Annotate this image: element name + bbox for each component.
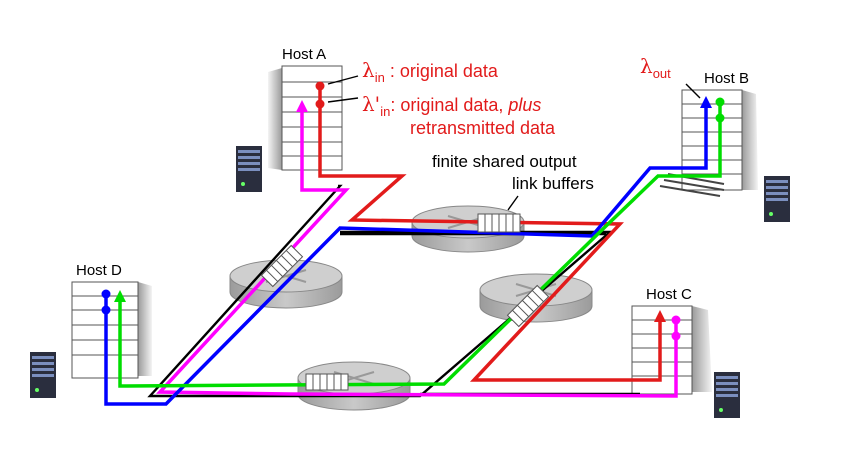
buffers-label-line2: link buffers: [512, 174, 594, 193]
buffer-top: [477, 213, 521, 233]
host-a-red-dot: [315, 81, 325, 91]
annotation-pointers: [327, 75, 701, 211]
host-d-shadow: [138, 282, 152, 376]
host-c-label: Host C: [646, 286, 692, 303]
host-a-server-icon: [236, 146, 262, 192]
host-c-magenta-dot: [671, 315, 681, 325]
host-c-red-arrow: [654, 310, 666, 322]
buffer-left: [260, 244, 304, 288]
host-d: [30, 281, 152, 398]
lambda-in-prime-line2: retransmitted data: [410, 118, 556, 138]
lambda-in-prime-text: : original data,: [390, 95, 509, 115]
flow-blue: [104, 102, 708, 406]
host-d-label: Host D: [76, 262, 122, 279]
lambda-in-symbol: λ: [362, 58, 375, 82]
lambda-in-text: : original data: [389, 61, 498, 81]
lambda-in-annotation: λin : original data: [362, 58, 498, 85]
buffer-right: [506, 284, 550, 328]
pointer-lambda-in-prime: [327, 97, 359, 103]
host-c-magenta-dot-2: [671, 331, 681, 341]
flow-endpoints: [101, 81, 725, 341]
host-c-server-icon: [714, 372, 740, 418]
lambda-in-prime-annotation: λ'in: original data, plus: [362, 92, 542, 119]
flow-magenta: [156, 106, 678, 398]
lambda-in-subscript: in: [374, 70, 385, 85]
link-a-parallelogram: [147, 184, 614, 398]
host-a: [236, 65, 343, 192]
host-c-shadow: [692, 306, 712, 392]
host-c: [631, 305, 740, 418]
lambda-out-symbol: λ: [640, 54, 653, 78]
pointer-buffers: [507, 195, 519, 211]
host-b: [659, 89, 790, 222]
lambda-in-prime-italic: plus: [508, 95, 542, 115]
host-a-rack: [281, 65, 343, 171]
host-d-blue-dot: [101, 289, 111, 299]
pointer-lambda-in: [327, 75, 359, 85]
host-b-green-dot-2: [715, 113, 725, 123]
host-d-blue-dot-2: [101, 305, 111, 315]
lambda-in-prime-subscript: in: [380, 104, 391, 119]
host-d-server-icon: [30, 352, 56, 398]
buffer-bottom: [305, 373, 349, 391]
host-b-green-dot: [715, 97, 725, 107]
host-b-rack: [681, 89, 743, 191]
pointer-lambda-out: [685, 83, 701, 99]
host-b-shadow: [742, 90, 758, 190]
lambda-in-prime-symbol: λ': [362, 92, 381, 116]
host-a-red-dot-2: [315, 99, 325, 109]
host-a-magenta-arrow: [296, 100, 308, 112]
host-b-server-icon: [764, 176, 790, 222]
host-b-label: Host B: [704, 70, 750, 87]
flow-green: [118, 102, 722, 388]
lambda-out-subscript: out: [652, 66, 671, 81]
host-a-label: Host A: [282, 46, 327, 63]
lambda-out-annotation: λout: [640, 54, 671, 81]
buffers-label-line1: finite shared output: [432, 152, 577, 171]
host-b-blue-arrow: [700, 96, 712, 108]
host-d-green-arrow: [114, 290, 126, 302]
host-a-shadow: [268, 68, 282, 170]
